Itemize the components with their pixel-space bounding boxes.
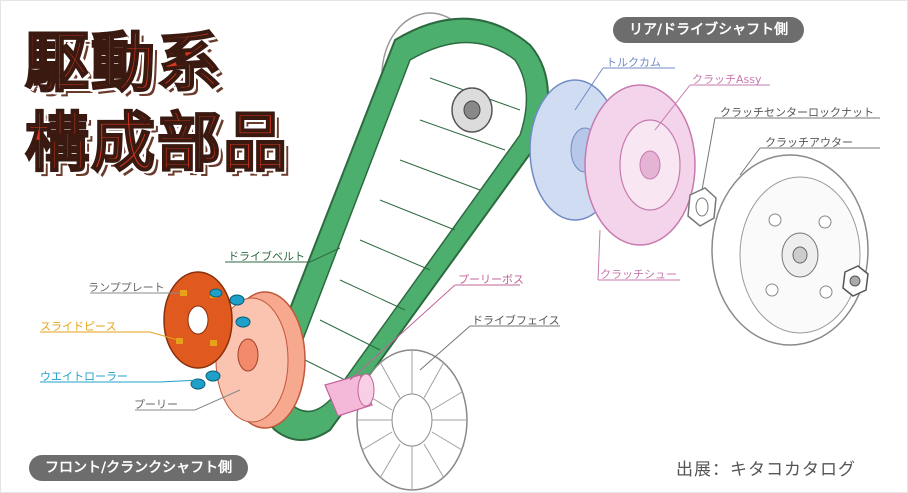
- label-clutch-assy: クラッチAssy: [692, 73, 762, 86]
- title-line-2: 構成部品: [24, 107, 289, 181]
- clutch-lock-nut-shape: [687, 187, 717, 227]
- label-pulley: プーリー: [134, 398, 178, 411]
- label-slide-piece: スライドピース: [40, 320, 117, 333]
- source-credit: 出展：キタコカタログ: [676, 460, 856, 480]
- pulley-boss-shape: [324, 373, 375, 417]
- driven-sheave-hub: [451, 87, 493, 133]
- title-line-1: 駆動系: [24, 27, 223, 101]
- label-drive-belt: ドライブベルト: [228, 250, 305, 263]
- label-ramp-plate: ランププレート: [88, 281, 165, 294]
- label-clutch-outer: クラッチアウター: [765, 136, 853, 149]
- label-drive-face: ドライブフェイス: [472, 314, 560, 327]
- rear-section-badge: リア/ドライブシャフト側: [613, 17, 805, 43]
- label-pulley-boss: プーリーボス: [458, 273, 524, 286]
- weight-roller-shapes: [190, 288, 251, 390]
- label-clutch-shoe: クラッチシュー: [600, 268, 677, 281]
- outer-nut-shape: [842, 265, 869, 297]
- clutch-assy-shape: [584, 84, 696, 246]
- label-torque-cam: トルクカム: [606, 56, 661, 69]
- label-weight-roller: ウエイトローラー: [40, 370, 128, 383]
- label-clutch-center-lock-nut: クラッチセンターロックナット: [720, 106, 874, 119]
- clutch-outer-shape: [711, 154, 869, 346]
- drive-face-shape: [356, 349, 468, 491]
- front-section-badge: フロント/クランクシャフト側: [29, 455, 249, 481]
- leader-lines: [40, 67, 880, 411]
